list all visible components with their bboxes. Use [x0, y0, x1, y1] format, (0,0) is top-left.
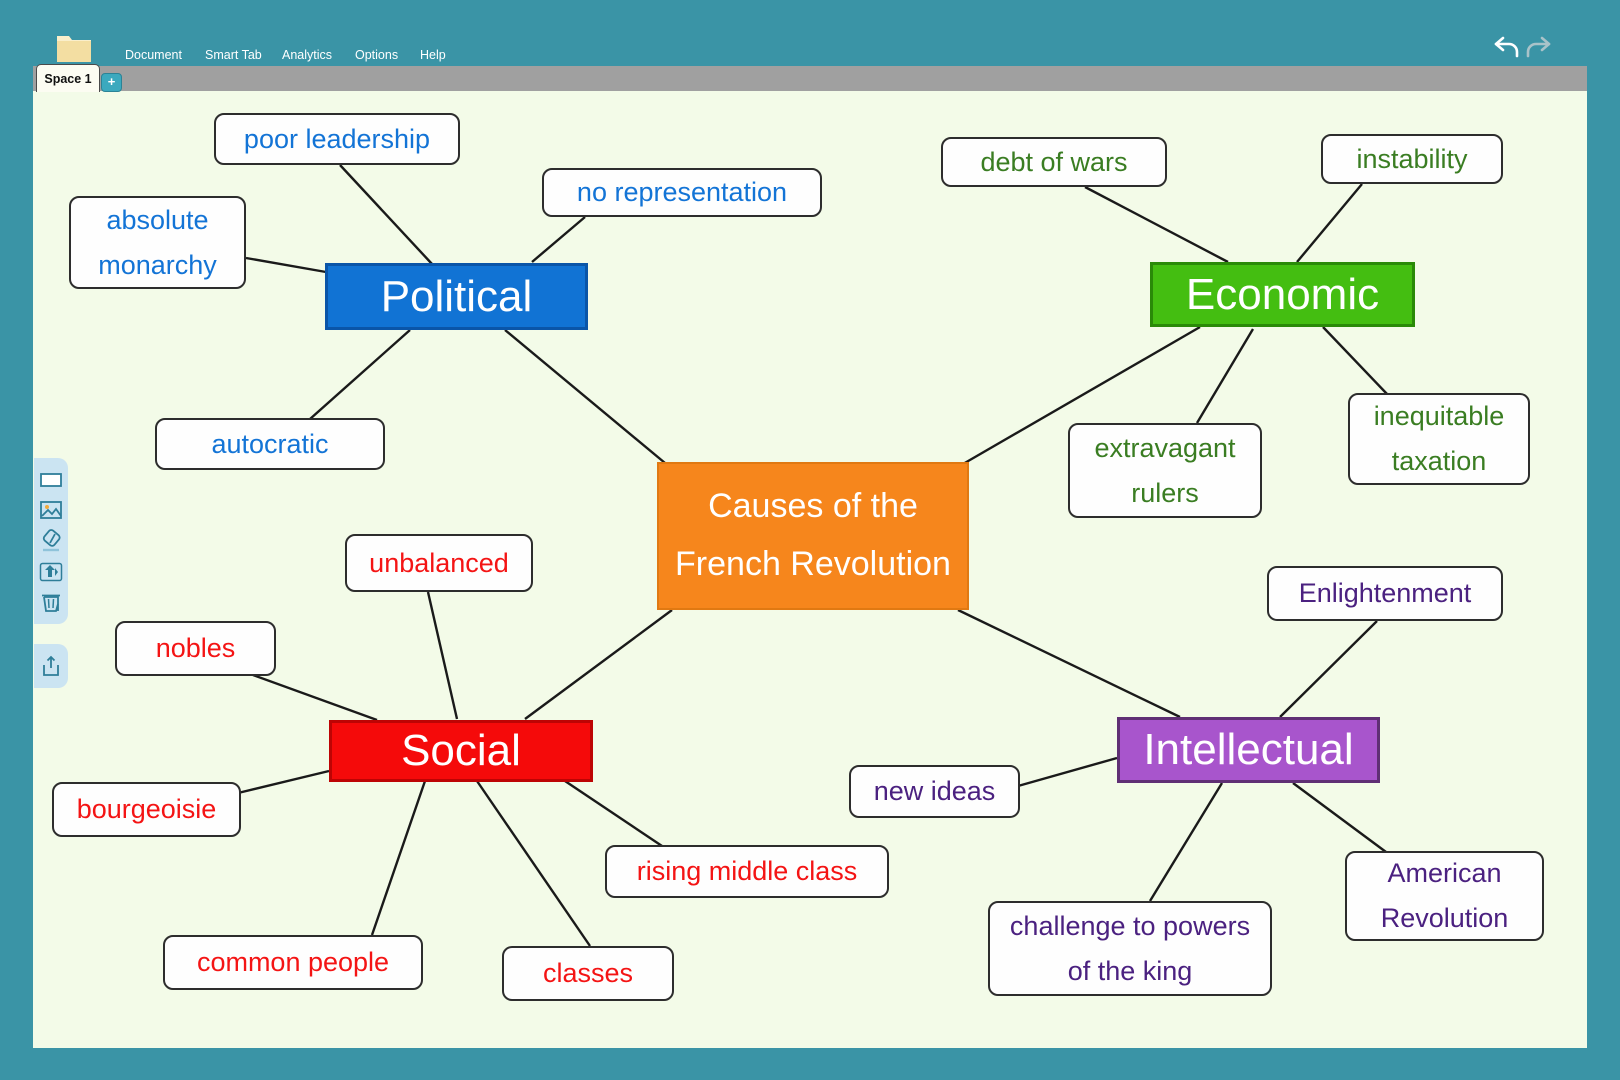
node-no-representation[interactable]: no representation	[542, 168, 822, 217]
node-label: debt of wars	[980, 146, 1128, 177]
node-label: American Revolution	[1380, 858, 1509, 933]
node-classes[interactable]: classes	[502, 946, 674, 1001]
node-political[interactable]: Political	[325, 263, 588, 330]
menu-help[interactable]: Help	[420, 48, 446, 62]
menu-bar: Document Smart Tab Analytics Options Hel…	[0, 48, 1620, 68]
node-label: instability	[1356, 143, 1468, 174]
node-nobles[interactable]: nobles	[115, 621, 276, 676]
node-unbalanced[interactable]: unbalanced	[345, 534, 533, 592]
node-label: classes	[542, 958, 634, 989]
node-label: poor leadership	[243, 123, 431, 154]
menu-analytics[interactable]: Analytics	[282, 48, 333, 62]
node-social[interactable]: Social	[329, 720, 593, 782]
node-common-people[interactable]: common people	[163, 935, 423, 990]
export-tool-icon[interactable]	[38, 653, 64, 679]
node-causes-of-the-french-revolution[interactable]: Causes of the French Revolution	[657, 462, 969, 610]
node-absolute-monarchy[interactable]: absolute monarchy	[69, 196, 246, 289]
new-tab-button[interactable]: +	[101, 73, 122, 92]
node-new-ideas[interactable]: new ideas	[849, 765, 1020, 818]
node-label: bourgeoisie	[76, 794, 217, 825]
node-inequitable-taxation[interactable]: inequitable taxation	[1348, 393, 1530, 485]
node-label: no representation	[576, 177, 788, 208]
shape-tool-icon[interactable]	[38, 467, 64, 493]
redo-icon[interactable]	[1525, 34, 1553, 62]
image-tool-icon[interactable]	[38, 497, 64, 523]
node-debt-of-wars[interactable]: debt of wars	[941, 137, 1167, 187]
node-poor-leadership[interactable]: poor leadership	[214, 113, 460, 165]
node-challenge-to-powers-of-the-king[interactable]: challenge to powers of the king	[988, 901, 1272, 996]
export-panel	[34, 644, 68, 688]
node-label: Economic	[1185, 269, 1380, 319]
node-label: inequitable taxation	[1373, 401, 1505, 476]
undo-icon[interactable]	[1492, 34, 1520, 62]
side-toolbar	[34, 458, 68, 624]
node-label: nobles	[155, 633, 236, 664]
node-label: new ideas	[873, 776, 996, 807]
node-bourgeoisie[interactable]: bourgeoisie	[52, 782, 241, 837]
node-label: unbalanced	[369, 547, 509, 578]
node-label: Social	[401, 726, 521, 775]
node-label: autocratic	[211, 428, 329, 459]
node-label: Intellectual	[1143, 725, 1354, 774]
folder-icon[interactable]	[56, 30, 92, 64]
node-enlightenment[interactable]: Enlightenment	[1267, 566, 1503, 621]
node-label: common people	[196, 947, 390, 978]
fill-tool-icon[interactable]	[38, 528, 64, 554]
node-label: extravagant rulers	[1094, 432, 1236, 508]
menu-smart-tab[interactable]: Smart Tab	[205, 48, 262, 62]
menu-document[interactable]: Document	[125, 48, 182, 62]
tab-space-1[interactable]: Space 1	[36, 64, 100, 92]
reorder-tool-icon[interactable]	[38, 559, 64, 585]
menu-options[interactable]: Options	[355, 48, 399, 62]
node-label: absolute monarchy	[98, 204, 217, 280]
node-intellectual[interactable]: Intellectual	[1117, 717, 1380, 783]
node-instability[interactable]: instability	[1321, 134, 1503, 184]
node-label: rising middle class	[636, 856, 858, 887]
tab-strip	[33, 66, 1587, 91]
node-label: Enlightenment	[1298, 578, 1472, 609]
node-label: challenge to powers of the king	[1009, 910, 1251, 986]
node-rising-middle-class[interactable]: rising middle class	[605, 845, 889, 898]
node-autocratic[interactable]: autocratic	[155, 418, 385, 470]
node-label: Causes of the French Revolution	[675, 487, 951, 583]
node-label: Political	[380, 271, 533, 321]
node-economic[interactable]: Economic	[1150, 262, 1415, 327]
node-extravagant-rulers[interactable]: extravagant rulers	[1068, 423, 1262, 518]
node-american-revolution[interactable]: American Revolution	[1345, 851, 1544, 941]
trash-tool-icon[interactable]	[38, 589, 64, 615]
